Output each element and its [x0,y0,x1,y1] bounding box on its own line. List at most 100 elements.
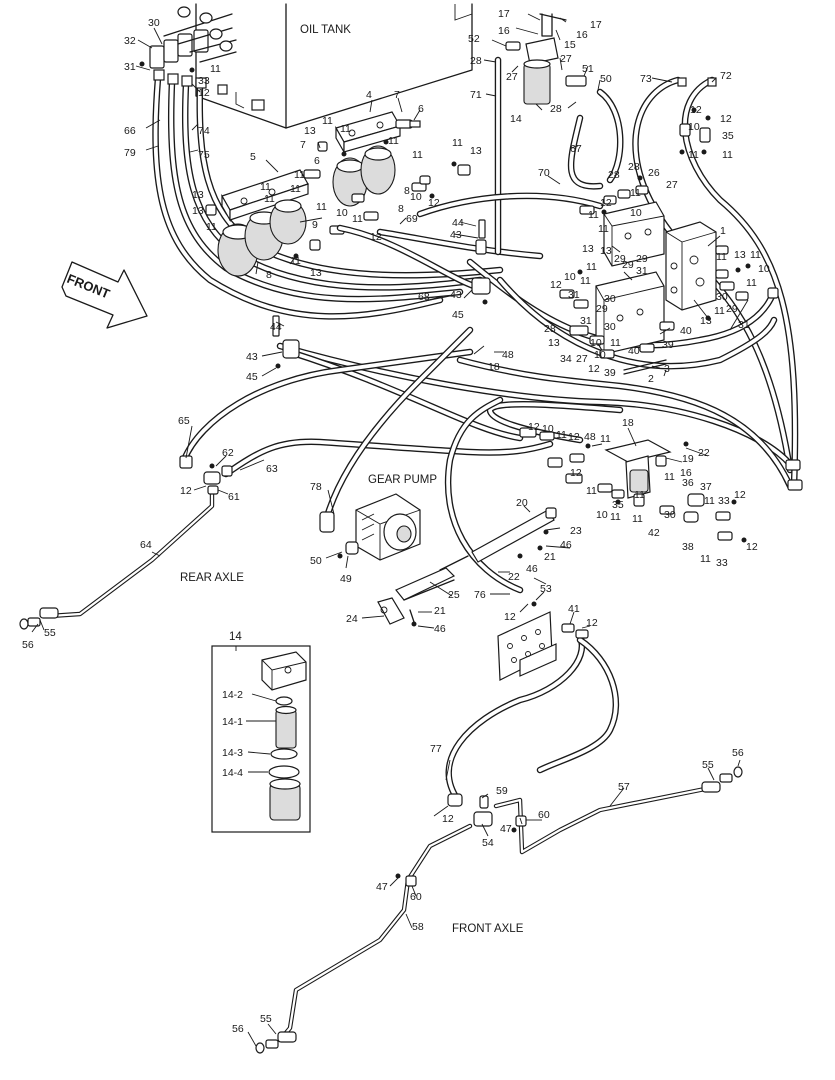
callout-11f: 11 [290,183,301,195]
callout-13e: 13 [470,145,482,157]
callout-11b: 11 [340,123,351,135]
callout-51: 51 [582,63,594,75]
main-control-valve [665,221,729,311]
callout-12e: 12 [588,363,600,375]
callout-58: 58 [412,921,424,933]
callout-29c: 29 [636,253,648,265]
callout-13h: 13 [548,337,560,349]
callout-27d: 27 [576,353,588,365]
callout-33b: 33 [716,557,728,569]
callout-6a: 6 [418,103,424,115]
callout-19: 19 [682,453,694,465]
callout-12j: 12 [568,431,580,443]
callout-60b: 60 [410,891,422,903]
callout-32: 32 [124,35,136,47]
callout-28e: 28 [544,323,556,335]
callout-29e: 29 [726,303,738,315]
callout-12o: 12 [586,617,598,629]
callout-43a: 43 [450,229,462,241]
callout-55b: 55 [44,627,56,639]
callout-31: 31 [124,61,136,73]
gear-pump [319,493,421,561]
callout-22b: 22 [508,571,520,583]
callout-12h: 12 [180,485,192,497]
oil-tank-caption: OIL TANK [300,24,351,36]
callout-47b: 47 [376,881,388,893]
callout-54: 54 [482,837,494,849]
front-axle-pipes [255,766,743,1054]
brake-fittings [519,427,747,543]
callout-11ac: 11 [704,495,715,507]
callout-12i: 12 [528,421,540,433]
callout-7b: 7 [300,139,306,151]
callout-62: 62 [222,447,234,459]
callout-28b: 28 [550,103,562,115]
callout-56c: 56 [732,747,744,759]
callout-50: 50 [600,73,612,85]
callout-18: 18 [622,417,634,429]
callout-10f: 10 [594,349,606,361]
front-axle-caption: FRONT AXLE [452,923,524,935]
callout-31a: 31 [636,265,648,277]
callout-8b: 8 [398,203,404,215]
filter-inset-title: 14 [229,631,242,643]
callout-3: 3 [664,363,670,375]
callout-10c: 10 [630,207,642,219]
callout-30a: 30 [604,293,616,305]
callout-13i: 13 [700,315,712,327]
callout-44b: 44 [270,321,282,333]
filter-part-14-2: 14-2 [222,689,243,701]
callout-69: 69 [406,213,418,225]
callout-73: 73 [640,73,652,85]
callout-30: 30 [148,17,160,29]
callout-labels: 30 32 31 33 12 11 66 74 79 75 17 17 16 1… [22,8,770,1035]
callout-12m: 12 [746,541,758,553]
callout-71: 71 [470,89,482,101]
callout-17a: 17 [498,8,510,20]
callout-45b: 45 [246,371,258,383]
rear-axle-caption: REAR AXLE [180,572,244,584]
callout-77: 77 [430,743,442,755]
callout-65: 65 [178,415,190,427]
brake-pedal [377,529,549,627]
callout-27a: 27 [506,71,518,83]
callout-12a: 12 [370,231,382,243]
callout-11i: 11 [316,201,327,213]
callout-38: 38 [682,541,694,553]
callout-21b: 21 [434,605,446,617]
callout-11: 11 [210,63,221,75]
callout-12p: 12 [442,813,454,825]
callout-30b: 30 [604,321,616,333]
callout-13a: 13 [304,125,316,137]
callout-68: 68 [418,291,430,303]
callout-43c: 43 [246,351,258,363]
callout-60a: 60 [538,809,550,821]
callout-61: 61 [228,491,240,503]
callout-15: 15 [564,39,576,51]
filter-inset [211,645,311,833]
callout-11af: 11 [634,489,645,501]
callout-47a: 47 [500,823,512,835]
callout-26: 26 [648,167,660,179]
callout-11e: 11 [260,181,271,193]
return-filter [505,13,587,105]
callout-21a: 21 [544,551,556,563]
callout-43b: 43 [450,289,462,301]
callout-11s: 11 [610,337,621,349]
callout-11c: 11 [388,135,399,147]
filter-part-14-3: 14-3 [222,747,243,759]
callout-11v: 11 [746,277,757,289]
callout-42: 42 [648,527,660,539]
callout-16c: 16 [680,467,692,479]
callout-28a: 28 [470,55,482,67]
callout-10j: 10 [596,509,608,521]
callout-11z: 11 [556,429,567,441]
callout-64: 64 [140,539,152,551]
callout-7a: 7 [394,89,400,101]
callout-11ae: 11 [610,511,621,523]
callout-78: 78 [310,481,322,493]
callout-31d: 31 [738,319,750,331]
callout-12g: 12 [720,113,732,125]
